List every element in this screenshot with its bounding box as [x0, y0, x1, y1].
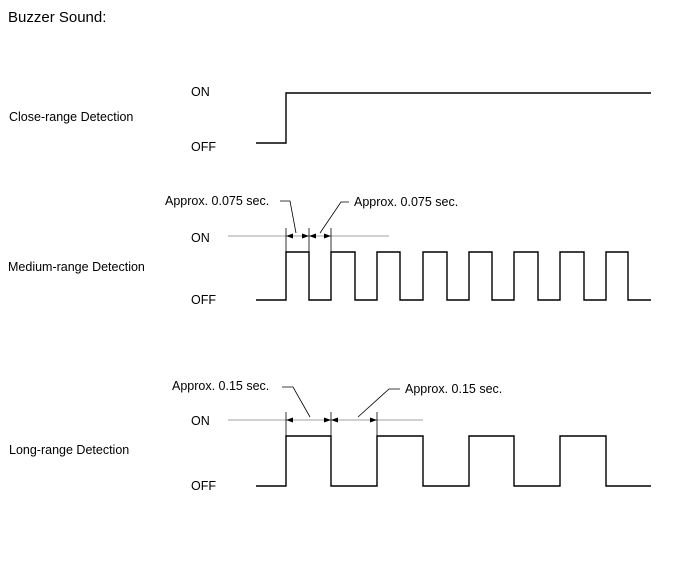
- close-range-label: Close-range Detection: [9, 110, 133, 124]
- long-range-on-time-label: Approx. 0.15 sec.: [172, 379, 269, 393]
- long-range-waveform: [256, 435, 651, 487]
- medium-range-on-time-label: Approx. 0.075 sec.: [165, 194, 269, 208]
- dimension-arrowhead: [370, 417, 377, 423]
- long-range-off-time-leader: [357, 388, 400, 418]
- long-range-label: Long-range Detection: [9, 443, 129, 457]
- dimension-arrowhead: [286, 233, 293, 239]
- diagram-title: Buzzer Sound:: [8, 9, 106, 26]
- dimension-arrowhead: [286, 417, 293, 423]
- close-range-on-label: ON: [191, 85, 210, 99]
- dimension-arrowhead: [331, 417, 338, 423]
- medium-range-off-time-label: Approx. 0.075 sec.: [354, 195, 458, 209]
- medium-range-off-time-leader: [319, 201, 349, 234]
- dimension-arrowhead: [324, 417, 331, 423]
- close-range-waveform: [256, 92, 651, 144]
- medium-range-off-label: OFF: [191, 293, 216, 307]
- long-range-off-label: OFF: [191, 479, 216, 493]
- long-range-on-time-leader: [282, 386, 311, 418]
- long-range-off-time-label: Approx. 0.15 sec.: [405, 382, 502, 396]
- medium-range-on-label: ON: [191, 231, 210, 245]
- dimension-arrowhead: [324, 233, 331, 239]
- dimension-arrowhead: [309, 233, 316, 239]
- medium-range-waveform: [256, 251, 651, 301]
- close-range-off-label: OFF: [191, 140, 216, 154]
- dimension-arrowhead: [302, 233, 309, 239]
- medium-range-on-time-leader: [280, 200, 297, 234]
- medium-range-label: Medium-range Detection: [8, 260, 145, 274]
- long-range-on-label: ON: [191, 414, 210, 428]
